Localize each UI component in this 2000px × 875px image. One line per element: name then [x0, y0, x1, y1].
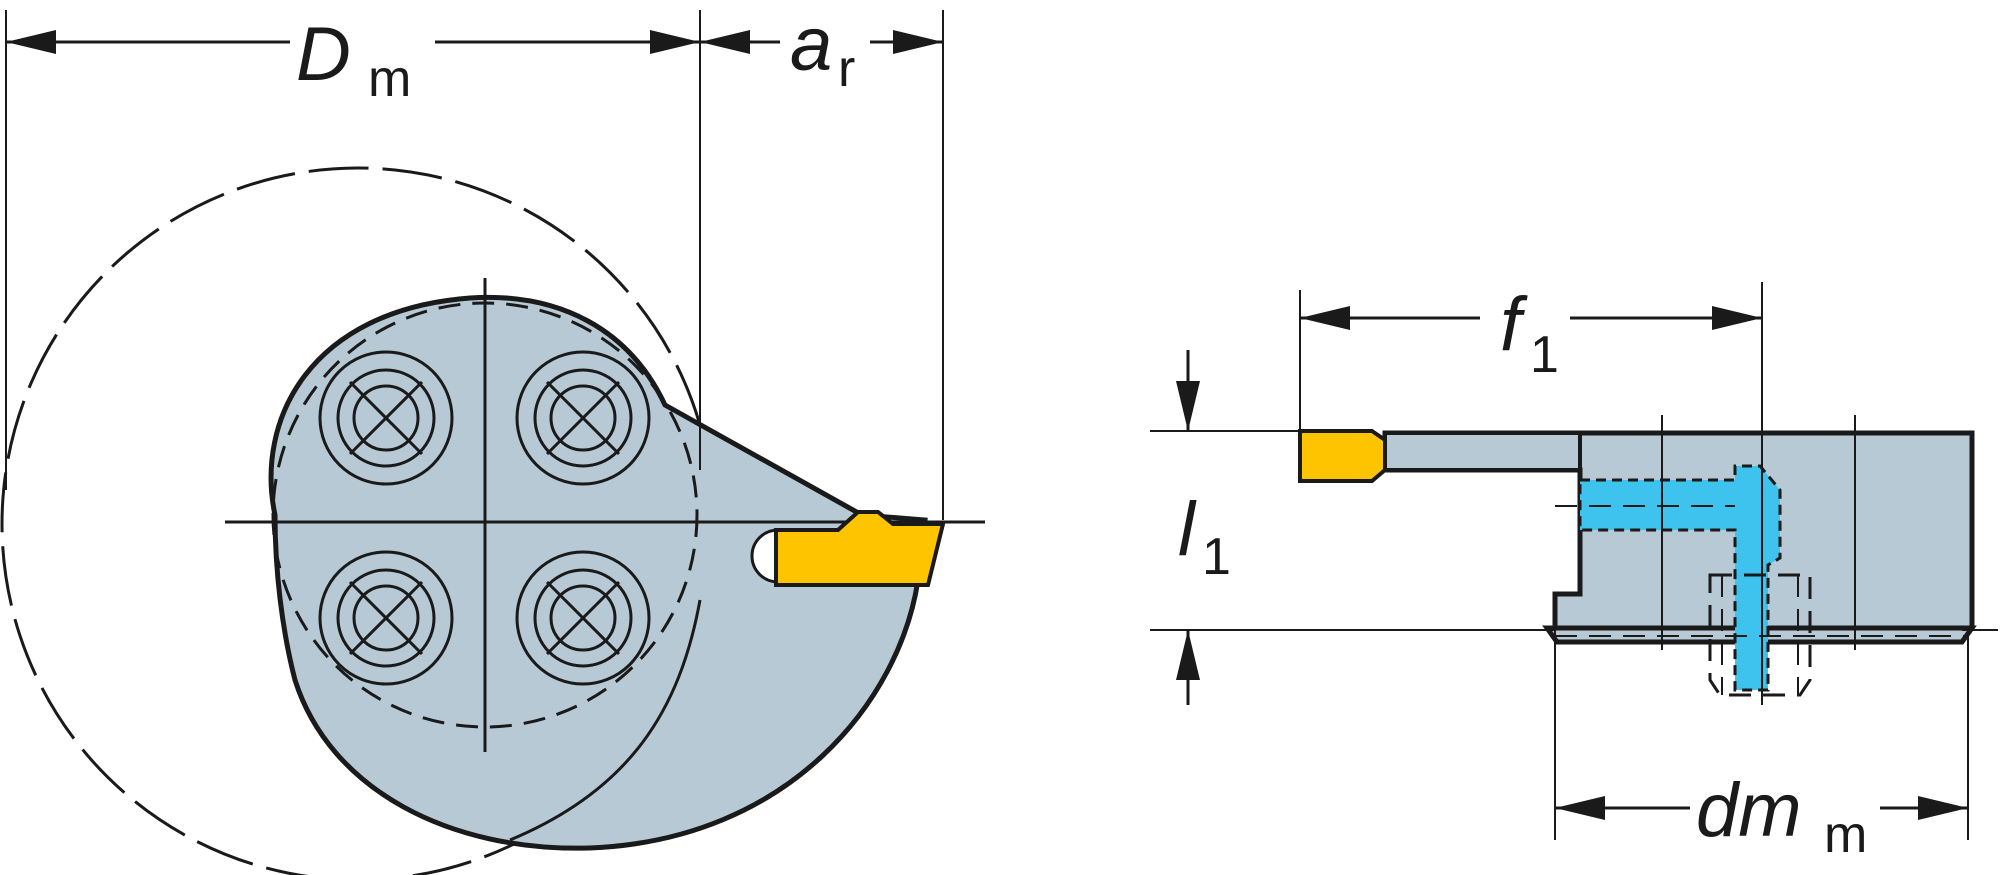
cutting-insert-top: [774, 510, 946, 587]
l1-label-sub: 1: [1202, 528, 1231, 586]
body-contour-arc: [509, 599, 702, 842]
coolant-channel: [1578, 464, 1782, 692]
chip-gullet: [750, 528, 780, 584]
top-view: D m a r: [0, 2, 985, 875]
side-view: l 1 f 1 dm m: [1150, 282, 1998, 864]
dmm-label-sub: m: [1824, 806, 1867, 864]
ar-arrow-left: [700, 30, 750, 54]
screw-bottom-left: [318, 550, 454, 686]
dmm-arrow-left: [1555, 796, 1605, 820]
dm-arrow-left: [6, 30, 56, 54]
ar-arrow-right: [893, 30, 943, 54]
f1-label: f: [1500, 282, 1528, 367]
dm-arrow-right: [650, 30, 700, 54]
f1-arrow-left: [1300, 306, 1350, 330]
l1-arrow-bottom: [1176, 630, 1200, 680]
coupling-bolt: [1708, 573, 1812, 697]
cutting-insert-side: [1298, 429, 1387, 483]
screw-top-right: [515, 350, 651, 486]
dmm-label: dm: [1696, 768, 1802, 853]
ar-label-sub: r: [838, 40, 855, 98]
screw-bottom-right: [515, 550, 651, 686]
blade-tip: [1383, 431, 1582, 472]
dm-label-sub: m: [368, 50, 411, 108]
f1-arrow-right: [1712, 306, 1762, 330]
dm-label: D: [296, 12, 351, 97]
f1-label-sub: 1: [1530, 326, 1559, 384]
dmm-arrow-right: [1918, 796, 1968, 820]
ar-label: a: [790, 2, 832, 87]
screw-top-left: [318, 350, 454, 486]
l1-label: l: [1178, 487, 1197, 572]
l1-arrow-top: [1176, 381, 1200, 431]
